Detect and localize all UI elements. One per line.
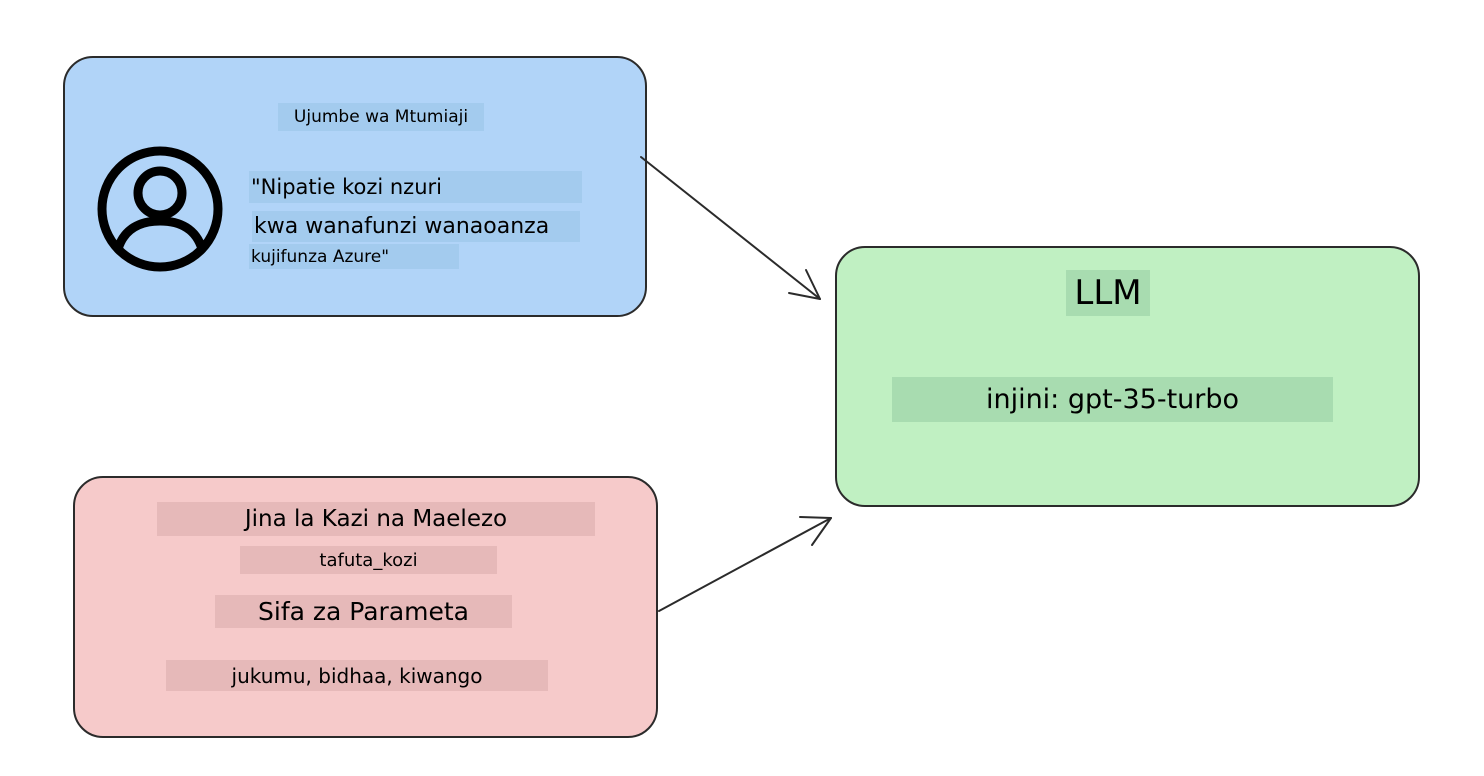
arrow-user-to-llm: [640, 156, 821, 300]
user-message-title: Ujumbe wa Mtumiaji: [278, 103, 484, 131]
function-title: Jina la Kazi na Maelezo: [157, 502, 595, 536]
llm-title: LLM: [1066, 270, 1150, 316]
user-message-line-3: kujifunza Azure": [249, 244, 459, 269]
function-name: tafuta_kozi: [240, 546, 497, 574]
user-message-line-2: kwa wanafunzi wanaoanza: [252, 211, 580, 242]
arrow-function-to-llm: [658, 516, 832, 612]
llm-engine-label: injini: gpt-35-turbo: [892, 377, 1333, 422]
user-message-line-1: "Nipatie kozi nzuri: [249, 171, 582, 203]
parameters-title: Sifa za Parameta: [215, 595, 512, 628]
parameters-list: jukumu, bidhaa, kiwango: [166, 660, 548, 691]
user-avatar-icon: [97, 146, 223, 272]
